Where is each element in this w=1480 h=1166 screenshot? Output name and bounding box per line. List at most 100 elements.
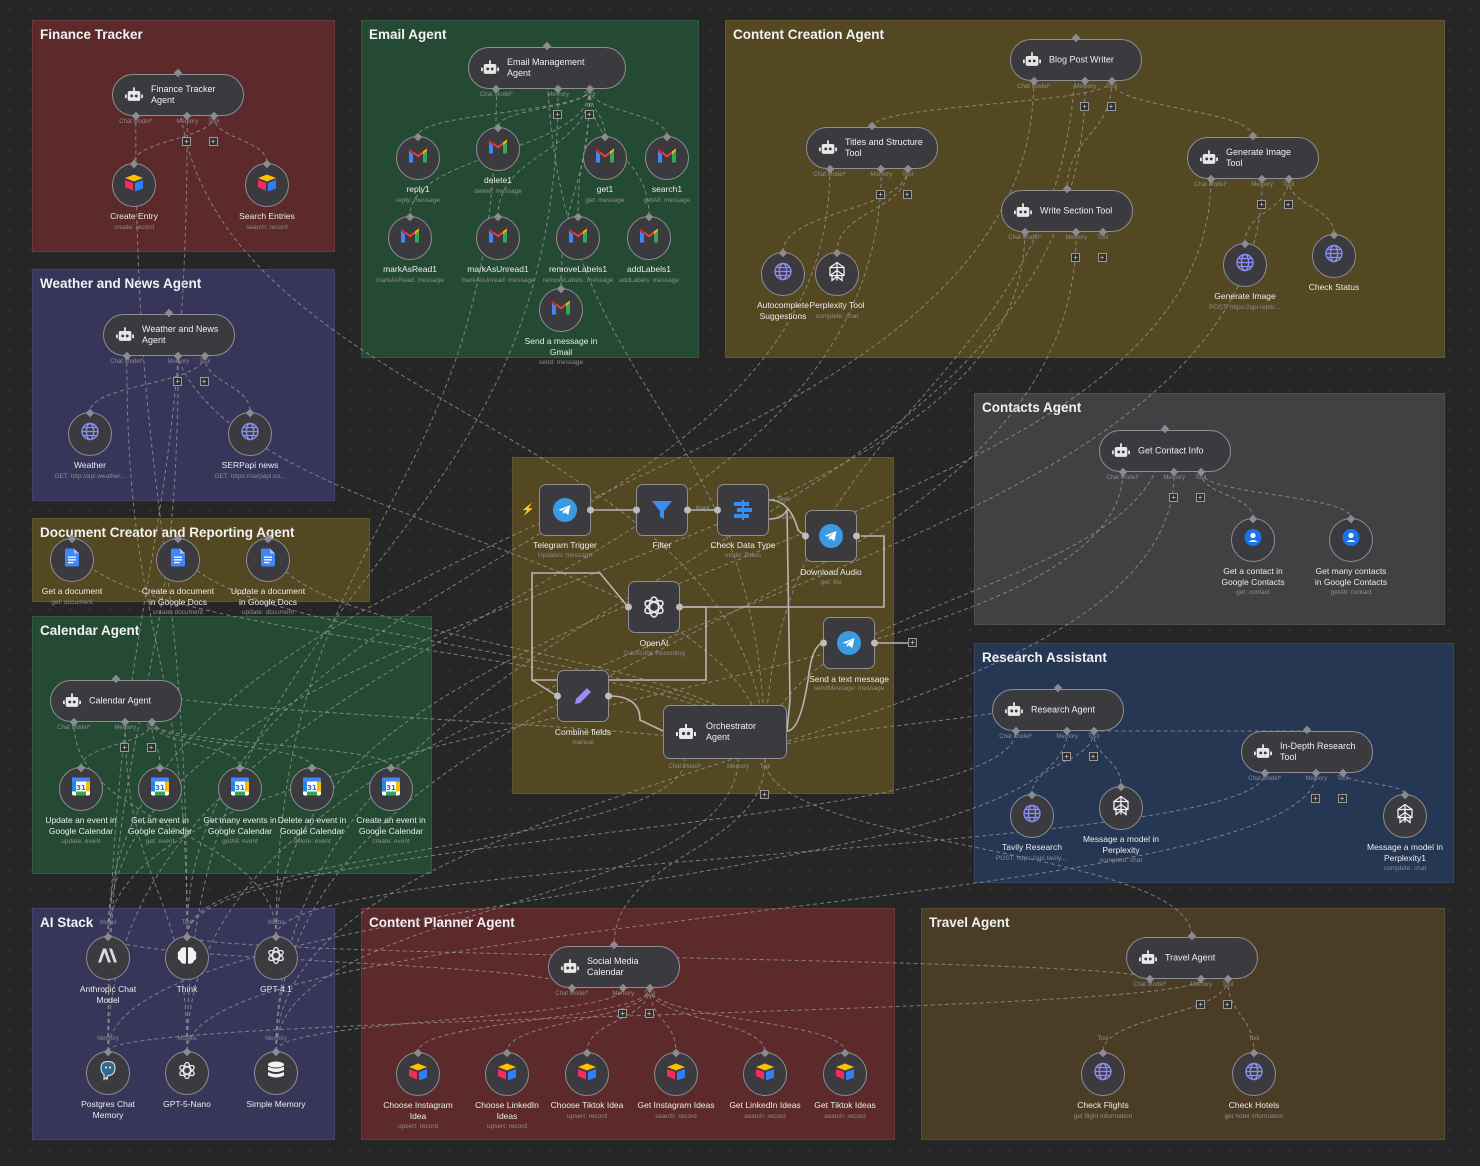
tool-label: search1 (651, 184, 683, 194)
tool-node[interactable]: 31 (138, 763, 182, 811)
tool-node[interactable] (1223, 239, 1267, 287)
tool-node[interactable] (1081, 1048, 1125, 1096)
agent-node[interactable]: Get Contact Info (1099, 430, 1231, 472)
agent-node[interactable]: In-Depth Research Tool (1241, 731, 1373, 773)
add-subnode-button[interactable]: + (644, 1009, 654, 1018)
tool-node[interactable] (245, 159, 289, 207)
tool-node[interactable] (1383, 790, 1427, 838)
tool-node[interactable] (228, 408, 272, 456)
agent-node[interactable]: Travel Agent (1126, 937, 1258, 979)
add-tool-button[interactable]: + (760, 790, 769, 799)
tool-node[interactable] (761, 248, 805, 296)
tool-node[interactable] (645, 132, 689, 180)
add-subnode-button[interactable]: + (173, 377, 183, 386)
agent-node[interactable]: Social Media Calendar (548, 946, 680, 988)
add-subnode-button[interactable]: + (1071, 253, 1081, 262)
add-subnode-button[interactable]: + (1222, 1000, 1232, 1009)
agent-node[interactable]: Titles and Structure Tool (806, 127, 938, 169)
node-telegram-trigger[interactable] (539, 484, 594, 536)
airtable-icon (257, 174, 277, 197)
add-subnode-button[interactable]: + (120, 743, 130, 752)
tool-node[interactable] (476, 123, 520, 171)
tool-node[interactable] (476, 212, 520, 260)
tool-node[interactable] (1010, 790, 1054, 838)
tool-sublabel: create: event (372, 838, 410, 845)
node-check-data-type[interactable] (714, 484, 769, 536)
agent-node[interactable]: Weather and News Agent (103, 314, 235, 356)
port-label: Chat Model* (999, 734, 1033, 740)
agent-node[interactable]: Blog Post Writer (1010, 39, 1142, 81)
add-node-button[interactable]: + (908, 638, 917, 647)
add-subnode-button[interactable]: + (618, 1009, 628, 1018)
tool-node[interactable] (815, 248, 859, 296)
tool-node[interactable] (556, 212, 600, 260)
node-download-audio[interactable] (802, 510, 860, 562)
tool-node[interactable] (254, 1047, 298, 1095)
tool-node[interactable] (485, 1048, 529, 1096)
add-subnode-button[interactable]: + (1062, 752, 1072, 761)
add-subnode-button[interactable]: + (553, 110, 563, 119)
agent-node[interactable]: Generate Image Tool (1187, 137, 1319, 179)
add-subnode-button[interactable]: + (1311, 794, 1321, 803)
tool-node[interactable]: 31 (369, 763, 413, 811)
tool-node[interactable] (254, 932, 298, 980)
tool-node[interactable] (112, 159, 156, 207)
tool-node[interactable]: 31 (290, 763, 334, 811)
tool-node[interactable]: 31 (59, 763, 103, 811)
add-subnode-button[interactable]: + (1283, 200, 1293, 209)
add-subnode-button[interactable]: + (902, 190, 912, 199)
node-orchestrator-agent[interactable]: Orchestrator Agent (663, 705, 787, 759)
add-subnode-button[interactable]: + (1337, 794, 1347, 803)
tool-node[interactable] (627, 212, 671, 260)
add-subnode-button[interactable]: + (146, 743, 156, 752)
tool-node[interactable] (156, 534, 200, 582)
add-subnode-button[interactable]: + (208, 137, 218, 146)
add-subnode-button[interactable]: + (1257, 200, 1267, 209)
agent-node[interactable]: Write Section Tool (1001, 190, 1133, 232)
add-subnode-button[interactable]: + (584, 110, 594, 119)
agent-node[interactable]: Research Agent (992, 689, 1124, 731)
node-send-text-message[interactable] (820, 617, 878, 669)
node-combine-fields[interactable] (554, 670, 612, 722)
agent-node[interactable]: Finance Tracker Agent (112, 74, 244, 116)
node-openai[interactable] (625, 581, 683, 633)
tool-node[interactable] (1231, 514, 1275, 562)
add-subnode-button[interactable]: + (1080, 102, 1090, 111)
tool-node[interactable] (388, 212, 432, 260)
tool-node[interactable] (565, 1048, 609, 1096)
tool-node[interactable] (165, 932, 209, 980)
add-subnode-button[interactable]: + (199, 377, 209, 386)
tool-node[interactable] (86, 1047, 130, 1095)
add-subnode-button[interactable]: + (182, 137, 192, 146)
agent-node[interactable]: Calendar Agent (50, 680, 182, 722)
add-subnode-button[interactable]: + (1106, 102, 1116, 111)
node-filter[interactable] (633, 484, 691, 536)
add-subnode-button[interactable]: + (1196, 1000, 1206, 1009)
agent-node[interactable]: Email Management Agent (468, 47, 626, 89)
tool-node[interactable] (654, 1048, 698, 1096)
tool-node[interactable] (396, 1048, 440, 1096)
add-subnode-button[interactable]: + (1169, 493, 1179, 502)
tool-node[interactable] (1329, 514, 1373, 562)
tool-node[interactable] (50, 534, 94, 582)
tool-sublabel: complete: chat (815, 312, 859, 320)
tool-node[interactable]: 31 (218, 763, 262, 811)
tool-node[interactable] (823, 1048, 867, 1096)
tool-node[interactable] (743, 1048, 787, 1096)
tool-node[interactable] (396, 132, 440, 180)
tool-node[interactable] (246, 534, 290, 582)
tool-node[interactable] (165, 1047, 209, 1095)
tool-node[interactable] (583, 132, 627, 180)
tool-node[interactable] (68, 408, 112, 456)
agent-label: Calendar Agent (89, 695, 152, 706)
tool-node[interactable] (1232, 1048, 1276, 1096)
tool-node[interactable] (539, 284, 583, 332)
tool-node[interactable] (1312, 230, 1356, 278)
add-subnode-button[interactable]: + (1097, 253, 1107, 262)
robot-icon (63, 693, 81, 707)
add-subnode-button[interactable]: + (1195, 493, 1205, 502)
add-subnode-button[interactable]: + (1088, 752, 1098, 761)
add-subnode-button[interactable]: + (876, 190, 886, 199)
tool-node[interactable] (1099, 782, 1143, 830)
tool-node[interactable] (86, 932, 130, 980)
